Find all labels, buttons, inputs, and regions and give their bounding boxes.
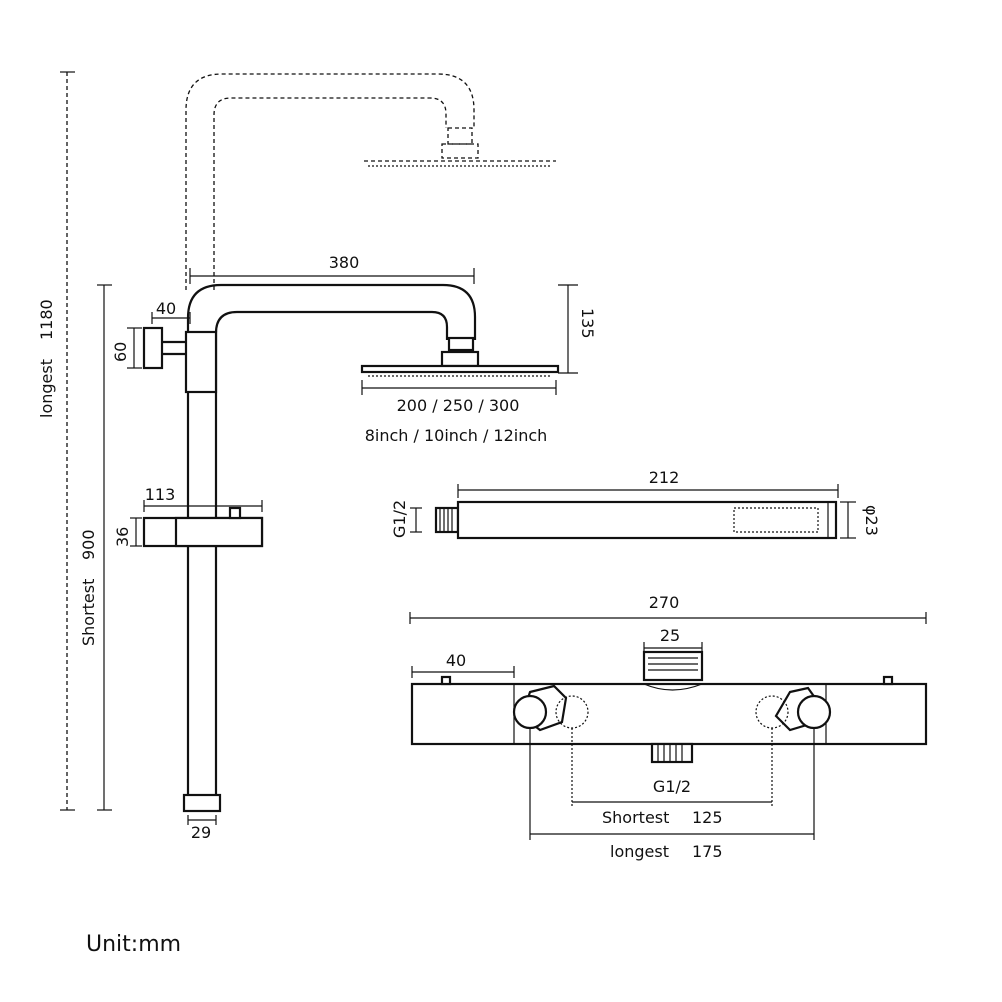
- unit-label: Unit:mm: [86, 932, 181, 957]
- head-drop-dimension: 135: [558, 284, 597, 374]
- hand-shower: 212 G1/2 φ23: [390, 468, 881, 540]
- holder-height-value: 36: [113, 527, 132, 547]
- centers-longest-label: longest: [610, 842, 669, 861]
- mixer-end-width-value: 40: [446, 651, 466, 670]
- longest-height-label: longest: [37, 359, 56, 418]
- thermostatic-mixer: 270 25 40 G1/2 Shortest: [409, 593, 928, 861]
- longest-height-dimension: longest 1180: [37, 71, 75, 811]
- mixer-width-value: 270: [649, 593, 680, 612]
- centers-shortest-label: Shortest: [602, 808, 669, 827]
- bracket-height-value: 60: [111, 342, 130, 362]
- handshower-thread-value: G1/2: [390, 500, 409, 538]
- head-size-dimension: 200 / 250 / 300 8inch / 10inch / 12inch: [361, 380, 557, 445]
- centers-shortest-value: 125: [692, 808, 723, 827]
- rail-diameter-value: 29: [191, 823, 211, 842]
- extended-riser-outline: [185, 73, 556, 290]
- head-drop-value: 135: [578, 308, 597, 339]
- arm-length-dimension: 380: [189, 253, 475, 284]
- slide-holder: 113 36: [113, 485, 264, 548]
- shortest-height-value: 900: [79, 529, 98, 560]
- shower-riser: [186, 283, 560, 795]
- head-sizes-mm: 200 / 250 / 300: [397, 396, 520, 415]
- shortest-height-label: Shortest: [79, 579, 98, 646]
- rail-bottom: 29: [182, 793, 222, 842]
- handshower-diameter-value: φ23: [862, 505, 881, 536]
- shortest-height-dimension: 900 Shortest: [79, 284, 112, 811]
- mixer-top-outlet-value: 25: [660, 626, 680, 645]
- mixer-bottom-thread-value: G1/2: [653, 777, 691, 796]
- head-sizes-inch: 8inch / 10inch / 12inch: [365, 426, 548, 445]
- wall-offset-value: 40: [156, 299, 176, 318]
- centers-longest-value: 175: [692, 842, 723, 861]
- holder-width-value: 113: [145, 485, 176, 504]
- wall-bracket: 40 60: [111, 299, 218, 394]
- handshower-length-value: 212: [649, 468, 680, 487]
- longest-height-value: 1180: [37, 299, 56, 340]
- arm-length-value: 380: [329, 253, 360, 272]
